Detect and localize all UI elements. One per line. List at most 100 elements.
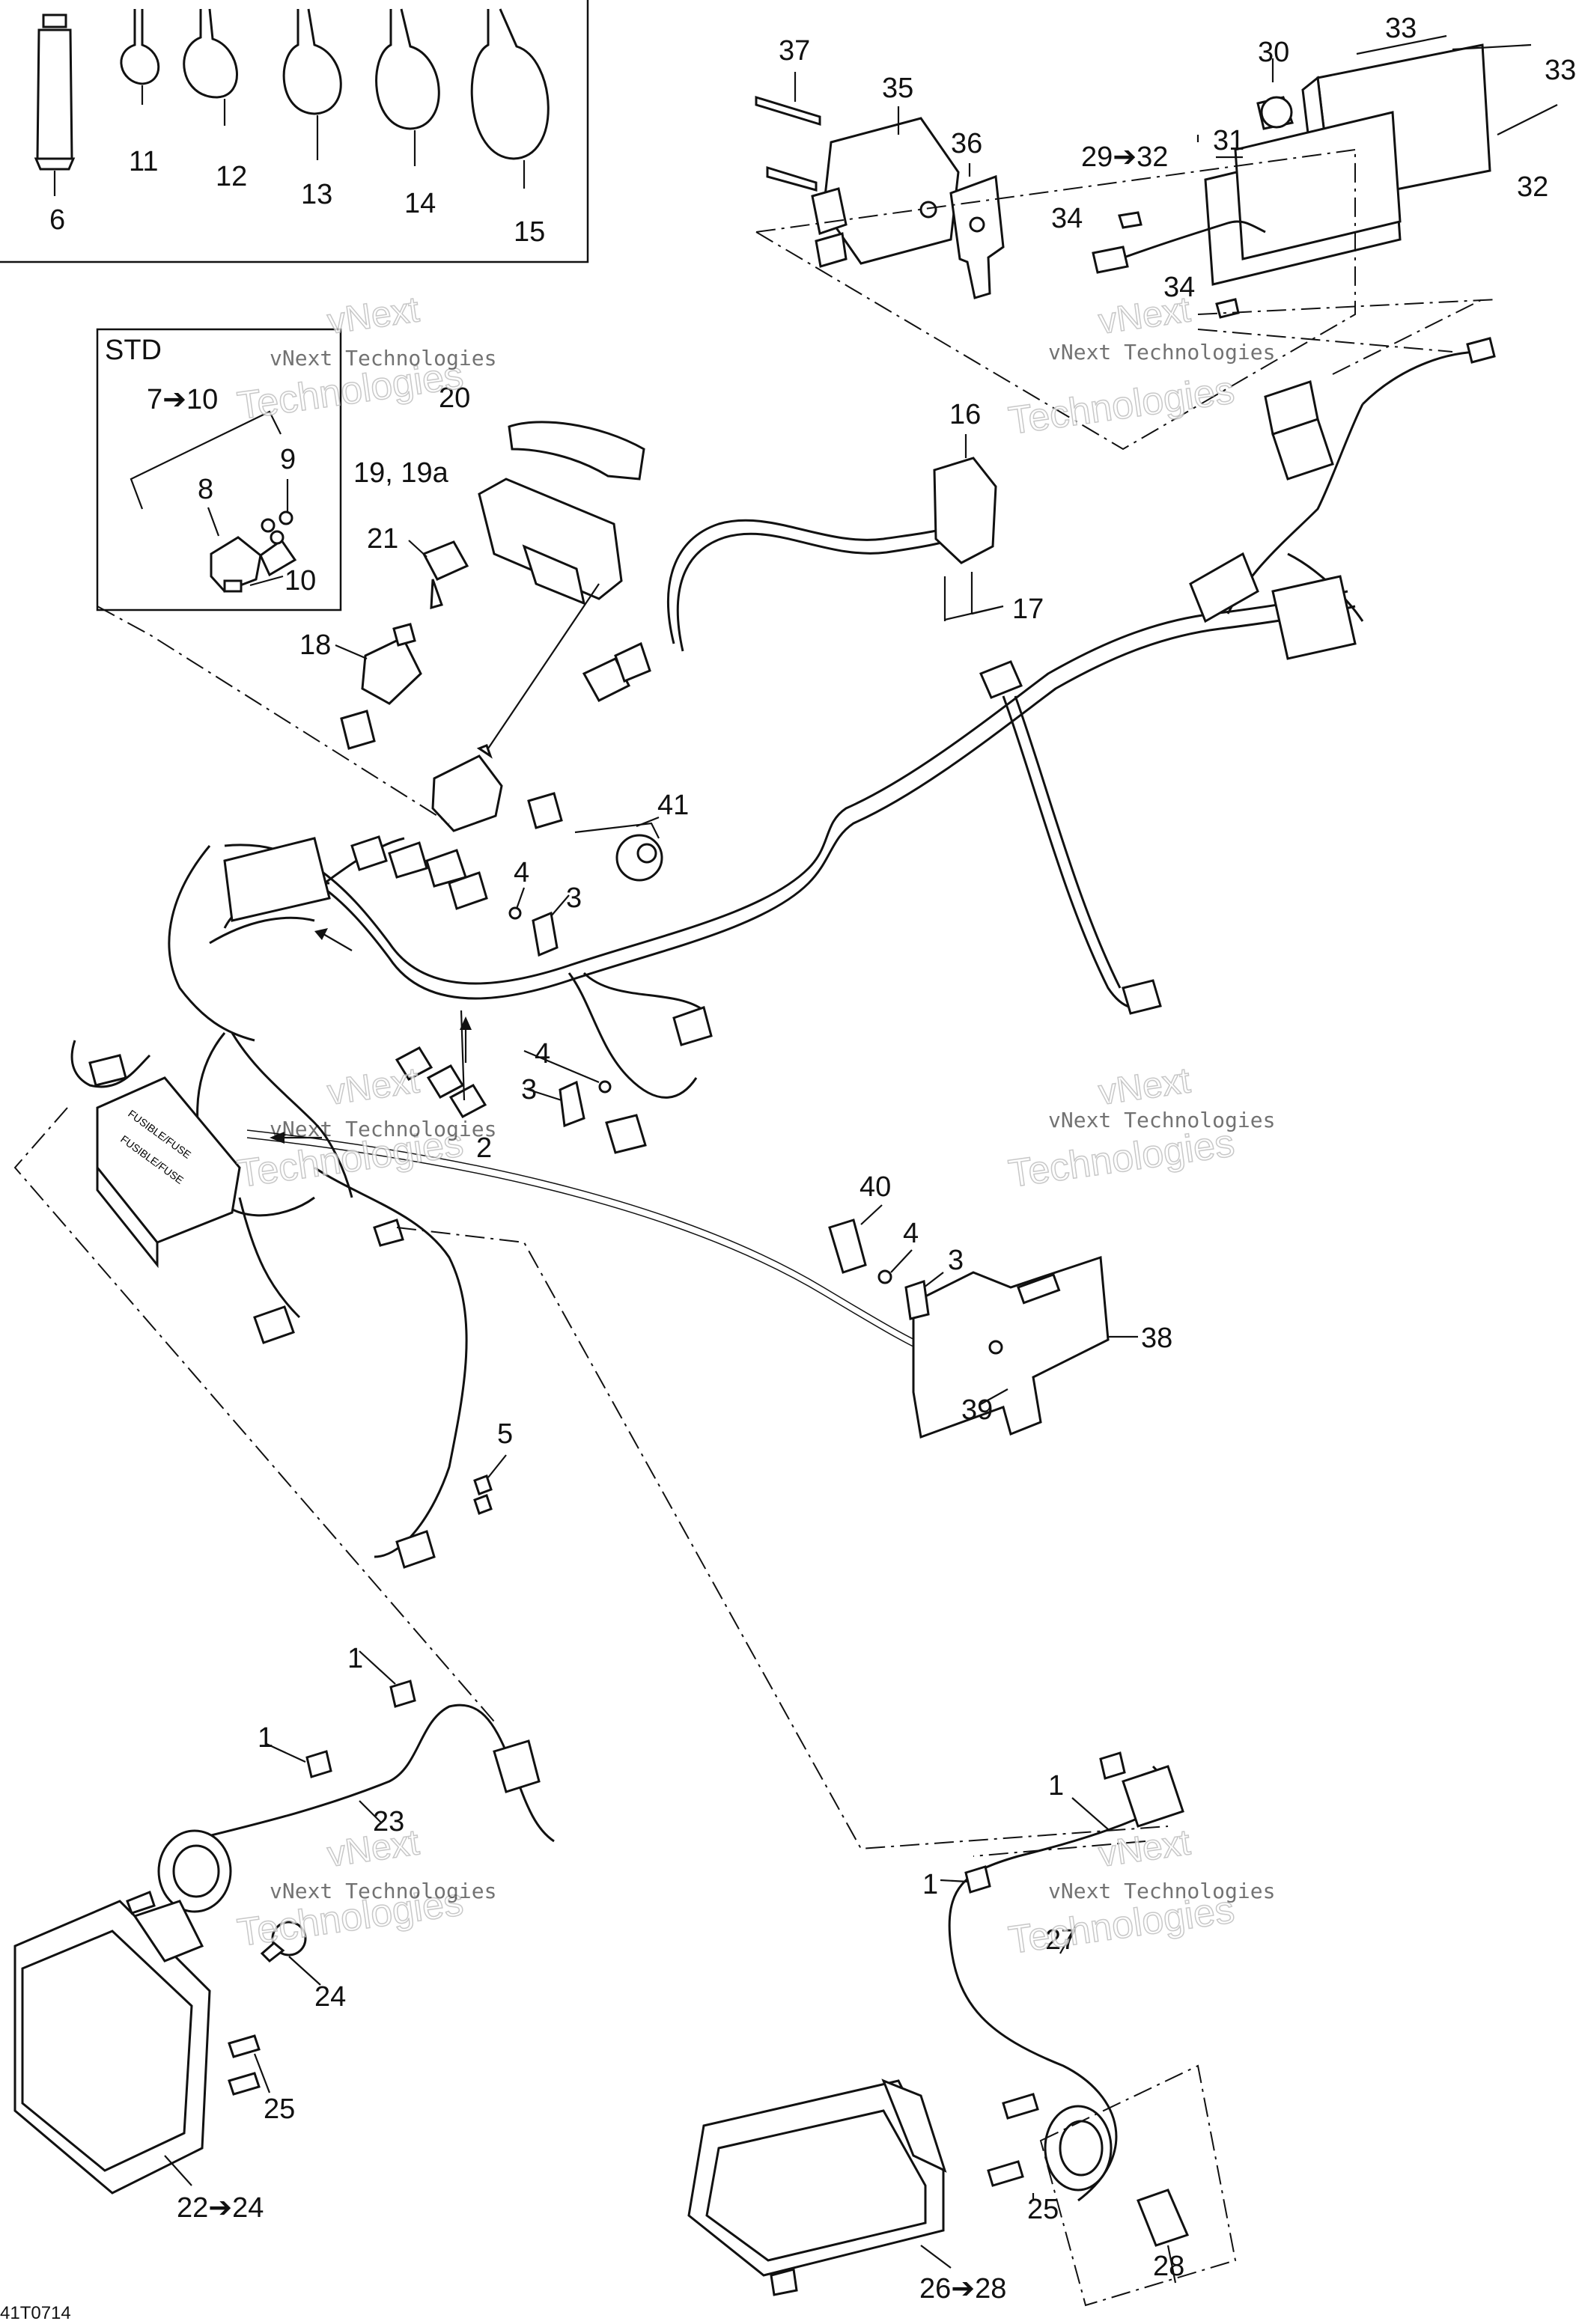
right-headlight xyxy=(687,2064,1237,2307)
callout-38: 38 xyxy=(1141,1323,1172,1354)
clip-group-middle xyxy=(523,1049,612,1128)
cable-ties xyxy=(120,8,550,189)
callout-9: 9 xyxy=(280,444,296,475)
callout-17: 17 xyxy=(1012,594,1044,625)
cluster-top-cover xyxy=(508,421,645,481)
svg-text:vNext Technologies: vNext Technologies xyxy=(1048,1108,1275,1132)
callout-labels: 6 11 12 13 14 15 37 35 36 30 33 33 29➔32… xyxy=(49,13,1576,2305)
callout-3-upper: 3 xyxy=(566,882,582,914)
svg-text:Technologies: Technologies xyxy=(1006,1121,1238,1196)
accessory-kit-frame xyxy=(0,0,589,263)
callout-1-d: 1 xyxy=(922,1869,938,1900)
grease-tube xyxy=(34,13,76,196)
relay-16 xyxy=(933,434,1004,621)
callout-6: 6 xyxy=(49,204,65,236)
svg-text:vNext Technologies: vNext Technologies xyxy=(270,1879,496,1903)
callout-8: 8 xyxy=(198,474,213,505)
svg-text:vNext: vNext xyxy=(1096,290,1193,342)
callout-2: 2 xyxy=(476,1132,492,1164)
callout-4-middle: 4 xyxy=(535,1038,550,1070)
watermark-bottom-left: vNext Technologies vNext Technologies xyxy=(234,1823,497,1956)
svg-text:vNext: vNext xyxy=(325,290,422,342)
clip-group-upper xyxy=(508,887,570,957)
left-headlight-harness xyxy=(157,1650,555,1913)
callout-21: 21 xyxy=(367,523,398,555)
tail-light xyxy=(1196,34,1558,286)
callout-34-lower: 34 xyxy=(1163,272,1195,303)
svg-text:vNext Technologies: vNext Technologies xyxy=(270,1117,496,1141)
callout-23: 23 xyxy=(373,1806,404,1837)
callout-26-28: 26➔28 xyxy=(919,2273,1006,2305)
callout-33-right: 33 xyxy=(1545,55,1576,86)
callout-27: 27 xyxy=(1045,1924,1077,1956)
assembly-arrows xyxy=(270,928,472,1144)
callout-24: 24 xyxy=(314,1981,346,2013)
callout-19-19a: 19, 19a xyxy=(353,457,449,489)
callout-7-10: 7➔10 xyxy=(147,384,218,415)
callout-20: 20 xyxy=(439,382,470,414)
svg-text:vNext Technologies: vNext Technologies xyxy=(1048,340,1275,365)
callout-12: 12 xyxy=(216,161,247,192)
svg-text:Technologies: Technologies xyxy=(1006,368,1238,443)
callout-40: 40 xyxy=(860,1171,891,1203)
right-headlight-harness xyxy=(940,1751,1184,2202)
harness-connectors xyxy=(88,337,1496,1569)
callout-4-lower: 4 xyxy=(903,1218,919,1249)
callout-25-right: 25 xyxy=(1027,2194,1059,2225)
regulator-bracket xyxy=(949,174,1005,299)
watermark-middle-right: vNext Technologies vNext Technologies xyxy=(1005,1061,1276,1197)
callout-14: 14 xyxy=(404,188,436,219)
ecm-connector xyxy=(431,754,503,832)
fuse-box: FUSIBLE/FUSE FUSIBLE/FUSE xyxy=(96,1076,241,1269)
callout-1-c: 1 xyxy=(1048,1770,1064,1802)
relay-18 xyxy=(335,623,422,705)
svg-text:vNext: vNext xyxy=(1096,1061,1193,1113)
callout-3-lower: 3 xyxy=(948,1245,964,1276)
ignition-switch xyxy=(527,792,663,882)
callout-35: 35 xyxy=(882,73,913,104)
callout-41: 41 xyxy=(657,790,689,821)
std-box-title: STD xyxy=(105,335,162,366)
left-headlight xyxy=(13,1891,321,2195)
watermark-bottom-right: vNext Technologies vNext Technologies xyxy=(1005,1823,1276,1963)
dashed-guides xyxy=(13,149,1498,1857)
bracket-38 xyxy=(912,1255,1138,1439)
svg-text:vNext Technologies: vNext Technologies xyxy=(1048,1879,1275,1903)
tail-light-harness xyxy=(1092,211,1266,319)
callout-36: 36 xyxy=(951,128,982,159)
callout-32: 32 xyxy=(1517,171,1548,203)
callout-16: 16 xyxy=(949,399,981,430)
clip-group-lower xyxy=(828,1204,944,1320)
callout-4-upper: 4 xyxy=(514,857,529,888)
callout-22-24: 22➔24 xyxy=(177,2192,264,2224)
callout-1-b: 1 xyxy=(258,1722,273,1754)
svg-text:vNext: vNext xyxy=(325,1823,422,1875)
std-box: STD xyxy=(96,328,342,612)
callout-25-left: 25 xyxy=(264,2093,295,2125)
voltage-regulator xyxy=(755,72,971,268)
gauge-cluster xyxy=(476,478,623,759)
callout-31: 31 xyxy=(1213,125,1244,156)
callout-5: 5 xyxy=(497,1418,513,1450)
callout-10: 10 xyxy=(285,565,316,597)
svg-text:vNext Technologies: vNext Technologies xyxy=(270,346,496,370)
callout-33-left: 33 xyxy=(1385,13,1417,44)
callout-15: 15 xyxy=(514,216,545,248)
main-harness xyxy=(70,350,1483,1558)
callout-18: 18 xyxy=(299,629,331,661)
callout-34-upper: 34 xyxy=(1051,203,1083,234)
callout-28: 28 xyxy=(1153,2251,1184,2282)
callout-1-a: 1 xyxy=(347,1643,363,1674)
callout-3-middle: 3 xyxy=(521,1074,537,1105)
callout-37: 37 xyxy=(779,35,810,67)
callout-13: 13 xyxy=(301,179,332,210)
callout-30: 30 xyxy=(1258,37,1289,68)
callout-11: 11 xyxy=(129,146,158,177)
switch-21 xyxy=(408,540,469,610)
callout-39: 39 xyxy=(961,1394,993,1426)
svg-text:vNext: vNext xyxy=(325,1061,422,1113)
callout-29-32: 29➔32 xyxy=(1081,141,1168,173)
figure-code: 41T0714 xyxy=(0,2303,71,2323)
wire-ties-5 xyxy=(473,1454,507,1515)
